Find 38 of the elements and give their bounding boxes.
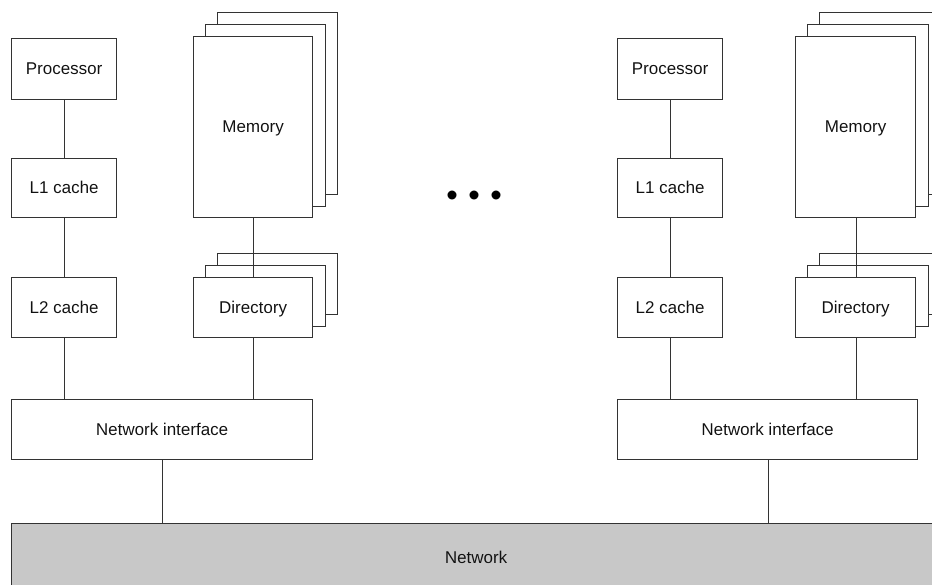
connector-line — [64, 338, 65, 400]
component-box — [617, 38, 723, 100]
component-label: Processor — [632, 59, 708, 79]
connector-line — [670, 338, 671, 400]
component-label: Network interface — [96, 420, 228, 440]
component-box — [193, 277, 313, 338]
component-box — [617, 158, 723, 218]
component-label: L1 cache — [30, 178, 98, 198]
component-box — [11, 399, 313, 460]
component-box — [193, 36, 313, 218]
connector-line — [253, 218, 254, 278]
network-bar — [11, 523, 932, 585]
component-label: Directory — [821, 298, 890, 318]
component-box — [11, 38, 117, 100]
connector-line — [856, 218, 857, 278]
connector-line — [64, 218, 65, 278]
connector-line — [768, 460, 769, 524]
connector-line — [64, 100, 65, 158]
connector-line — [670, 100, 671, 158]
component-label: Network interface — [701, 420, 834, 440]
component-box — [617, 277, 723, 338]
component-label: Network — [444, 548, 508, 568]
connector-line — [856, 338, 857, 400]
connector-line — [162, 460, 163, 524]
component-box — [617, 399, 918, 460]
component-label: Memory — [824, 117, 886, 137]
connector-line — [253, 338, 254, 400]
component-label: Processor — [26, 59, 102, 79]
component-label: Directory — [218, 298, 287, 318]
component-label: L2 cache — [636, 298, 704, 318]
component-box — [11, 277, 117, 338]
component-box — [795, 36, 916, 218]
component-label: L2 cache — [30, 298, 98, 318]
component-label: L1 cache — [636, 178, 704, 198]
component-box — [11, 158, 117, 218]
connector-line — [670, 218, 671, 278]
component-box — [795, 277, 916, 338]
component-label: Memory — [222, 117, 284, 137]
